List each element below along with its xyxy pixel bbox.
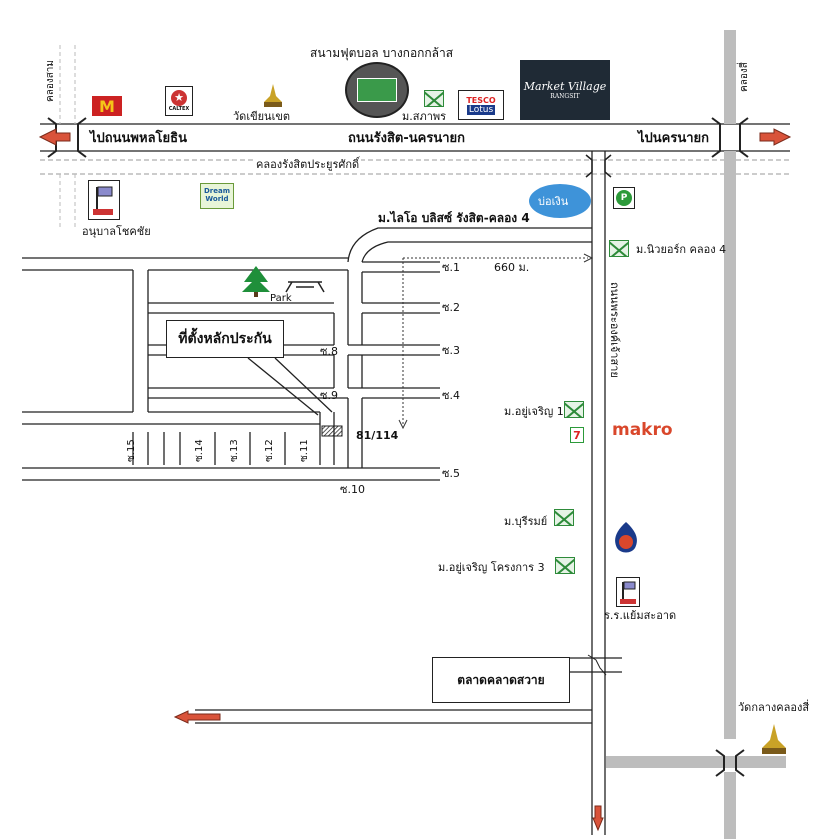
stadium-icon [345,62,409,118]
soi13-label: ซ.13 [229,439,240,462]
soi10-label: ซ.10 [340,483,365,496]
bridge-right [711,117,749,158]
temple-icon [262,84,284,108]
school-label: ร.ร.แย้มสะอาด [604,609,677,622]
soi1-label: ซ.1 [442,261,460,274]
sapaporn-label: ม.สภาพร [402,110,447,123]
bottom-canal [606,756,786,768]
school-flag-icon [616,577,640,607]
soi8-label: ซ.8 [320,345,338,358]
canal-si-main [724,151,736,739]
location-marker [321,425,343,437]
soi15-label: ซ.15 [126,439,137,462]
picnic-bench-icon [285,281,325,293]
yu-charoen-1-mail-icon [564,401,584,418]
newyork-label: ม.นิวยอร์ก คลอง 4 [636,243,727,256]
ptt-station-logo [611,520,641,554]
caltex-logo: ★ CALTEX [165,86,193,116]
road-rangsit-label: ถนนรังสิต-นครนายก [348,131,465,146]
yu-charoen-3-mail-icon [555,557,575,574]
tesco-lotus-logo: TESCO Lotus [458,90,504,120]
mcdonalds-logo: M [92,96,122,116]
soi11-label: ซ.11 [299,439,310,462]
pine-tree-icon [242,266,270,292]
yu-charoen-1-label: ม.อยู่เจริญ 1 [504,405,564,418]
wat-khian-label: วัดเขียนเขต [233,110,290,123]
pt-station-logo: P [613,187,635,209]
newyork-mail-icon [609,240,629,257]
kindergarten-label: อนุบาลโชคชัย [82,225,151,238]
distance-label: 660 ม. [494,261,530,274]
bridge-phra-ong-chao [585,154,612,178]
bridge-bottom [715,749,745,777]
wat-klang-temple-icon [760,724,788,756]
road-nakhon-label: ไปนครนายก [638,131,710,146]
soi5-label: ซ.5 [442,467,460,480]
bureerom-mail-icon [554,509,574,526]
makro-logo: makro [612,420,673,440]
arrow-south [592,805,604,832]
arrow-to-phahon [38,128,71,146]
pond [529,184,591,218]
dream-world-logo: Dream World [200,183,234,209]
stadium-label: สนามฟุตบอล บางกอกกล้าส [310,46,454,60]
house-number-label: 81/114 [356,429,399,442]
bureerom-label: ม.บุรีรมย์ [504,515,548,528]
arrow-to-nakhon [759,128,792,146]
canal-sam-label: คลองสาม [45,59,56,102]
park-label: Park [270,293,292,304]
pond-label: บ่อเงิน [538,195,569,208]
soi9-label: ซ.9 [320,389,338,402]
wat-klang-label: วัดกลางคลองสี่ [738,701,810,714]
canal-si-top [724,30,736,124]
soi14-label: ซ.14 [194,439,205,462]
kindergarten-flag-icon [88,180,120,220]
road-phahon-label: ไปถนนพหลโยธิน [90,131,187,146]
phra-ong-chao-road-label: ถนนพระองค์เจ้าสาย [608,282,621,378]
market-village-logo: Market Village RANGSIT [520,60,610,120]
seven-eleven-logo: 7 [570,427,584,443]
soi4-label: ซ.4 [442,389,460,402]
soi12-label: ซ.12 [264,439,275,462]
soi2-label: ซ.2 [442,301,460,314]
canal-rangsit-label: คลองรังสิตประยูรศักดิ์ [254,158,362,171]
arrow-west [173,710,221,724]
yu-charoen-3-label: ม.อยู่เจริญ โครงการ 3 [438,561,545,574]
distance-line [402,257,588,425]
canal-si-bottom [724,772,736,839]
village-mail-icon [424,90,444,107]
location-box: ที่ตั้งหลักประกัน [166,320,284,358]
market-suay-box: ตลาดคลาดสวาย [432,657,570,703]
lio-road-top [347,227,592,263]
canal-si-label: คลองสี่ [739,62,750,92]
lio-bliss-label: ม.ไลโอ บลิสซ์ รังสิต-คลอง 4 [378,211,530,225]
soi3-label: ซ.3 [442,344,460,357]
lio-road-bottom [361,241,592,263]
